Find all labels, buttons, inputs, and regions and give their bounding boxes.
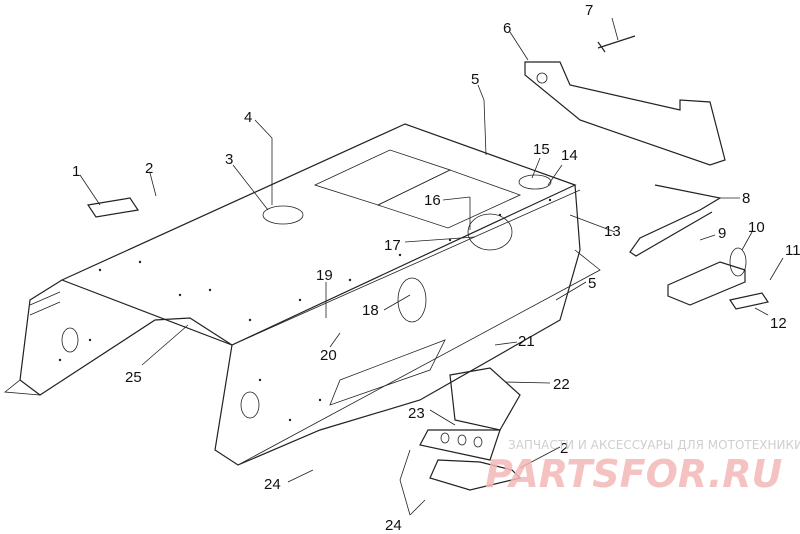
- vent-grid: [329, 339, 446, 406]
- callout-25: 25: [125, 369, 142, 386]
- rivet-dots: [58, 198, 552, 422]
- callout-22: 22: [553, 376, 570, 393]
- callout-16: 16: [424, 192, 441, 209]
- callout-11: 11: [785, 242, 800, 259]
- callout-5b: 5: [588, 275, 596, 292]
- callout-20: 20: [320, 347, 337, 364]
- callout-1: 1: [72, 163, 80, 180]
- callout-2: 2: [145, 160, 153, 177]
- callout-9: 9: [718, 225, 726, 242]
- callout-19: 19: [316, 267, 333, 284]
- callout-13: 13: [604, 223, 621, 240]
- part-22-23-brackets: [419, 367, 522, 491]
- callout-8: 8: [742, 190, 750, 207]
- callout-4: 4: [244, 109, 252, 126]
- callout-3: 3: [225, 151, 233, 168]
- callout-10: 10: [748, 219, 765, 236]
- part-12-strip: [729, 292, 769, 310]
- leader-lines: [79, 17, 784, 516]
- callout-24b: 24: [385, 517, 402, 534]
- callout-12: 12: [770, 315, 787, 332]
- callout-labels: 1 2 3 4 5 6 7 8 9 10 11 12 13 14 15 16 1…: [72, 2, 800, 534]
- watermark-caption: ЗАПЧАСТИ И АКСЕССУАРЫ ДЛЯ МОТОТЕХНИКИ: [508, 438, 800, 452]
- part-10-hinge: [667, 247, 747, 306]
- callout-23: 23: [408, 405, 425, 422]
- part-1-plate: [86, 197, 140, 218]
- part-8-bracket: [629, 184, 722, 257]
- watermark: ЗАПЧАСТИ И АКСЕССУАРЫ ДЛЯ МОТОТЕХНИКИ PA…: [485, 438, 800, 496]
- callout-21: 21: [518, 333, 535, 350]
- callout-15: 15: [533, 141, 550, 158]
- tunnel-frame: [3, 123, 601, 466]
- watermark-logo: PARTSFOR.RU: [485, 452, 783, 496]
- callout-17: 17: [384, 237, 401, 254]
- part-6-bracket: [524, 61, 726, 166]
- part-7-bolt: [597, 35, 636, 53]
- callout-5: 5: [471, 71, 479, 88]
- callout-14: 14: [561, 147, 578, 164]
- callout-24a: 24: [264, 476, 281, 493]
- callout-2b: 2: [560, 440, 568, 457]
- callout-6: 6: [503, 20, 511, 37]
- callout-18: 18: [362, 302, 379, 319]
- callout-7: 7: [585, 2, 593, 19]
